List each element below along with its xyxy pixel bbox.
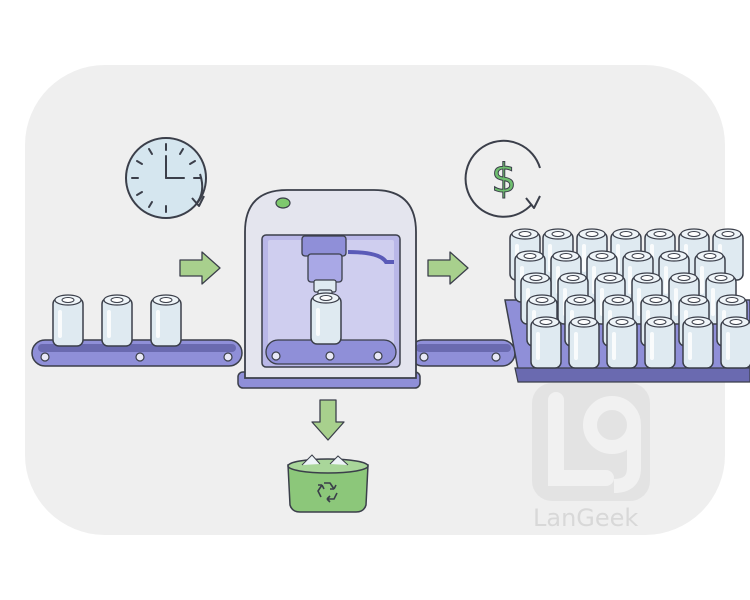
pallet-can [530,316,562,369]
recycle-bin [287,454,369,513]
watermark-text: LanGeek [533,504,638,532]
pallet-can [606,316,638,369]
middle-conveyor [409,339,516,367]
left-conveyor [31,339,243,367]
pallet-can [720,316,750,369]
langeek-logo [532,383,650,501]
filling-machine [237,189,421,389]
svg-text:$: $ [491,156,516,202]
pallet-can [644,316,676,369]
pallet-can [682,316,714,369]
left-cans [52,294,182,347]
clock-icon [125,137,207,219]
pallet-can [568,316,600,369]
dollar-cycle-icon: $ [464,139,541,218]
recycle-icon [317,482,338,503]
arrow-down-icon [311,399,345,441]
